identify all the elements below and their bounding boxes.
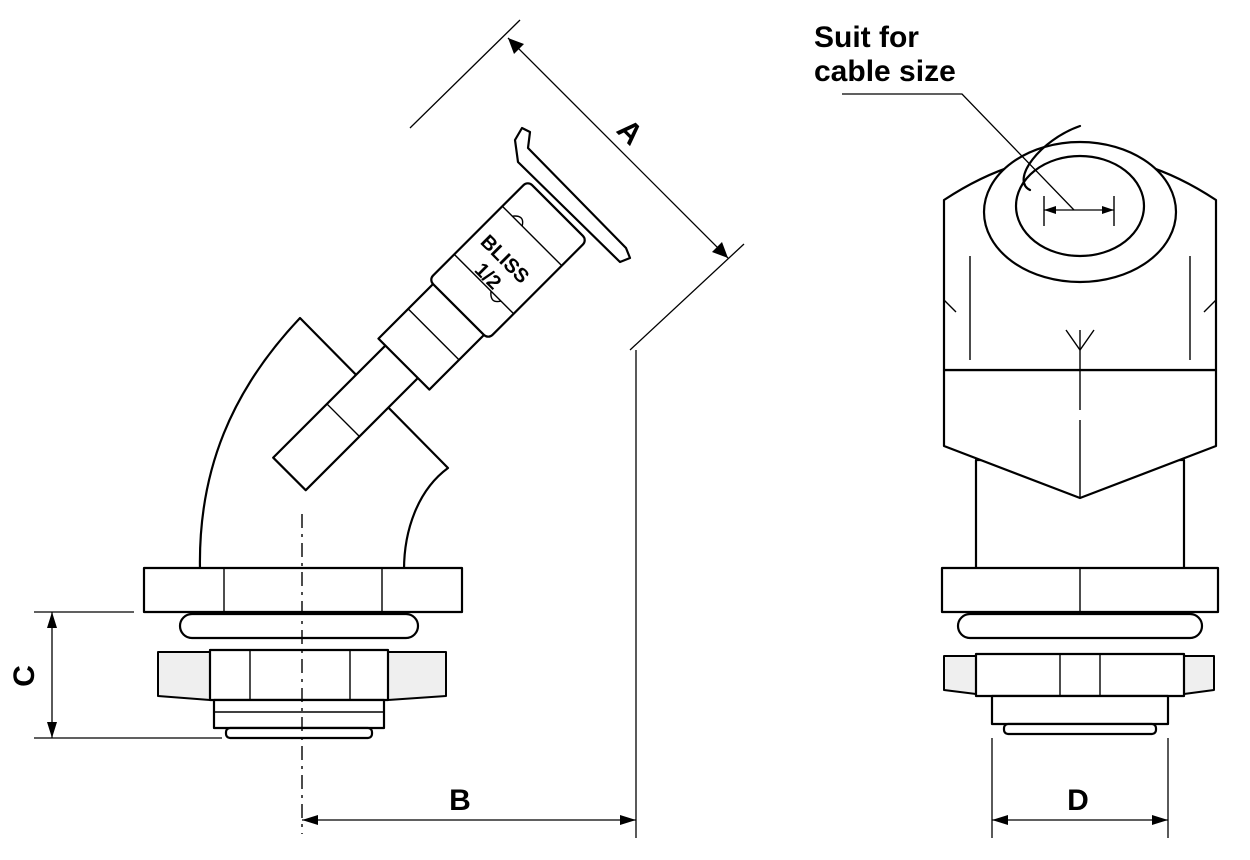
front-threaded-end <box>990 694 1170 726</box>
elbow-connector-side-view: BLISS 1/2 <box>142 126 632 834</box>
dimension-b-label: B <box>449 784 471 817</box>
front-lower-nut <box>974 652 1186 698</box>
dimension-b: B <box>302 350 637 838</box>
elbow-threaded-end <box>212 698 386 730</box>
dimension-d-label: D <box>1067 784 1089 817</box>
front-end-cap <box>1002 722 1158 736</box>
elbow-locknut <box>142 566 464 614</box>
elbow-gland-nut <box>430 182 586 338</box>
callout-line-2: cable size <box>814 55 956 88</box>
dimension-c-label: C <box>8 665 41 687</box>
callout-line-1: Suit for <box>814 21 919 54</box>
callout-leader <box>842 93 1075 211</box>
front-sealing-ring <box>956 612 1204 640</box>
connector-front-view <box>940 124 1220 736</box>
elbow-sealing-ring <box>178 612 420 640</box>
elbow-lower-nut-center <box>208 648 390 702</box>
cable-size-callout: Suit for cable size <box>814 21 1075 211</box>
dimension-d: D <box>991 738 1169 838</box>
dimension-c: C <box>8 611 222 739</box>
elbow-clamp-tab <box>513 126 632 264</box>
front-cable-opening <box>1014 154 1146 258</box>
elbow-end-cap <box>224 726 374 740</box>
